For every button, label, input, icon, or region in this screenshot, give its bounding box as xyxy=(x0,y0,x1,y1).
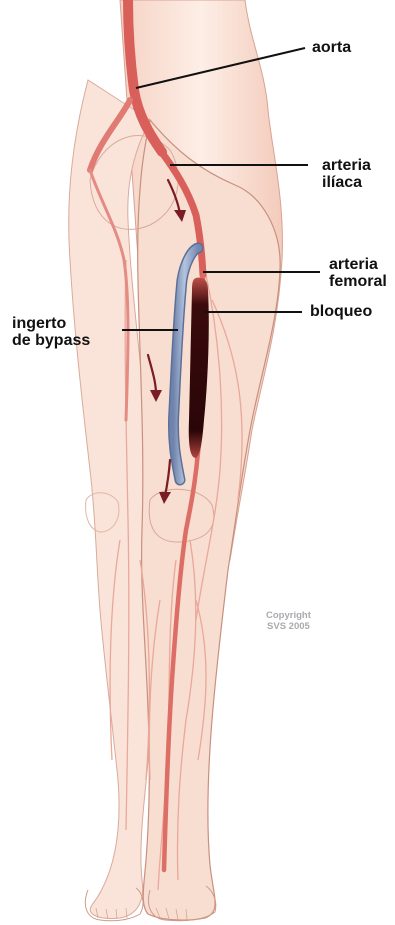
label-femoral-line2: femoral xyxy=(329,273,387,290)
label-iliac-line2: ilíaca xyxy=(322,174,371,191)
label-aorta: aorta xyxy=(312,39,351,56)
label-iliac-line1: arteria xyxy=(322,157,371,174)
label-iliac-artery: arteria ilíaca xyxy=(322,157,371,191)
copyright-line1: Copyright xyxy=(266,610,311,621)
label-femoral-artery: arteria femoral xyxy=(329,256,387,290)
label-blockage: bloqueo xyxy=(310,303,372,320)
copyright-line2: SVS 2005 xyxy=(266,621,311,632)
label-graft-line1: ingerto xyxy=(12,315,90,332)
right-leg xyxy=(138,120,280,920)
label-femoral-line1: arteria xyxy=(329,256,387,273)
label-graft-line2: de bypass xyxy=(12,332,90,349)
label-bypass-graft: ingerto de bypass xyxy=(12,315,90,349)
copyright-notice: Copyright SVS 2005 xyxy=(266,610,311,632)
